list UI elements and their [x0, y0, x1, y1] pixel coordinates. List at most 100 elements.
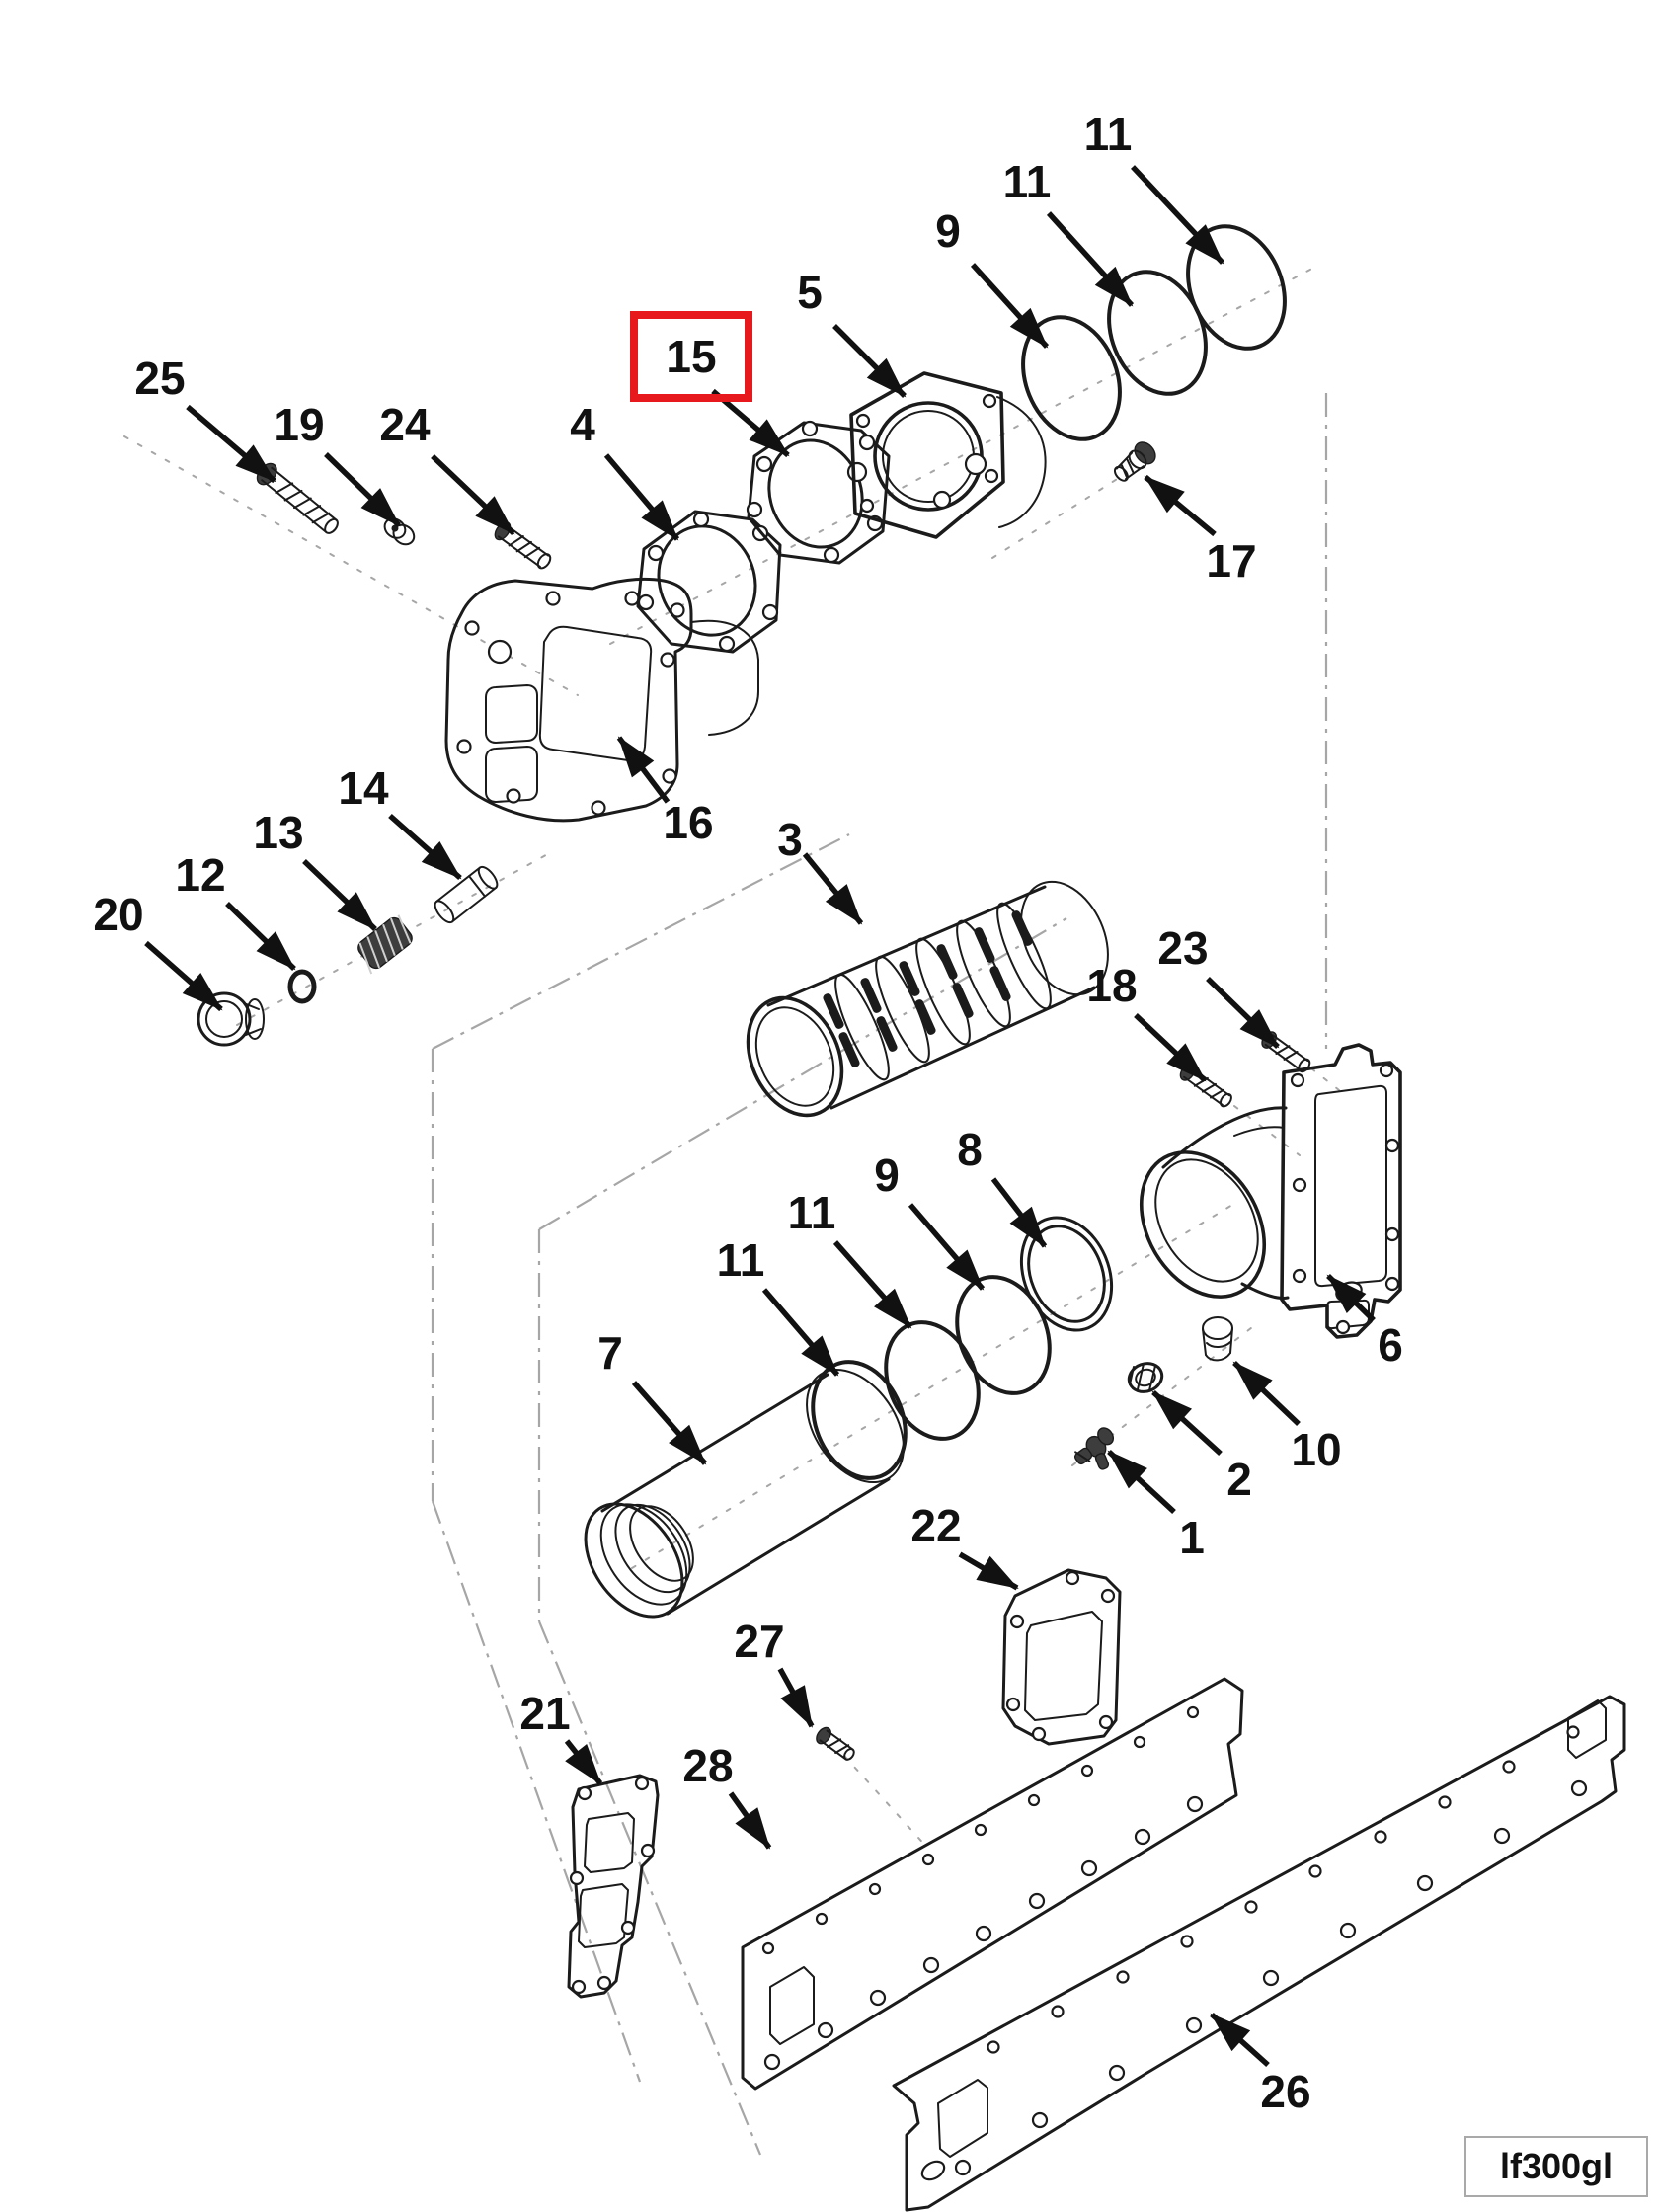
callout-label: 9 [874, 1149, 900, 1201]
part-20-plug [197, 991, 265, 1047]
callout-11-22[interactable]: 11 [717, 1234, 840, 1377]
callout-10-24[interactable]: 10 [1232, 1361, 1342, 1475]
part-2-nut [1127, 1362, 1164, 1393]
callout-28-30[interactable]: 28 [682, 1740, 772, 1850]
callout-4-3[interactable]: 4 [570, 399, 680, 541]
callout-25-0[interactable]: 25 [134, 353, 276, 484]
part-8-seal-ring [1019, 1216, 1114, 1332]
callout-arrow [1151, 1389, 1223, 1457]
callout-arrow [777, 1667, 815, 1728]
callout-11-8[interactable]: 11 [1084, 109, 1225, 265]
callout-label: 3 [777, 814, 803, 865]
callout-27-28[interactable]: 27 [734, 1616, 815, 1728]
callout-20-14[interactable]: 20 [93, 889, 223, 1012]
construction-lines [123, 264, 1340, 2156]
callout-arrow [324, 452, 401, 527]
part-28-cover-plate [741, 1677, 1244, 2091]
callout-arrow [564, 1739, 603, 1785]
callout-arrow [302, 859, 377, 931]
callout-label: 15 [666, 331, 716, 382]
figure-code-badge: lf300gl [1464, 2136, 1648, 2197]
callout-arrow [1326, 1274, 1376, 1322]
callout-arrow [631, 1381, 708, 1465]
callout-label: 7 [597, 1327, 623, 1379]
callout-arrow [1130, 165, 1225, 265]
callout-arrow [802, 852, 864, 925]
part-12-oring-small [287, 969, 317, 1004]
callout-9-20[interactable]: 9 [874, 1149, 986, 1291]
part-26-cover-gasket [892, 1695, 1626, 2212]
callout-label: 13 [253, 807, 303, 858]
callout-label: 11 [788, 1187, 836, 1238]
callout-label: 14 [338, 762, 389, 814]
part-18-stud [1179, 1064, 1232, 1108]
part-9-oring-lower [955, 1275, 1052, 1395]
core-slots [823, 910, 1033, 1067]
callout-arrow [603, 453, 680, 541]
callout-label: 25 [134, 353, 185, 404]
callout-arrow [1107, 1449, 1176, 1515]
callout-label: 21 [519, 1688, 570, 1739]
part-6-support-housing [1139, 1043, 1402, 1339]
callout-arrow [144, 940, 223, 1012]
callout-12-13[interactable]: 12 [175, 849, 296, 971]
callout-2-25[interactable]: 2 [1151, 1389, 1252, 1505]
part-1-fitting [1073, 1427, 1115, 1470]
callout-7-23[interactable]: 7 [597, 1327, 708, 1465]
callout-3-15[interactable]: 3 [777, 814, 864, 925]
callout-label: 10 [1291, 1424, 1341, 1475]
callout-11-21[interactable]: 11 [788, 1187, 913, 1329]
callout-23-17[interactable]: 23 [1157, 922, 1280, 1049]
callout-26-31[interactable]: 26 [1210, 2012, 1311, 2117]
part-5-connection-flange [849, 371, 1047, 539]
callout-19-1[interactable]: 19 [274, 399, 401, 527]
callout-arrow [431, 454, 515, 535]
callout-label: 19 [274, 399, 324, 450]
callout-label: 20 [93, 889, 143, 940]
callout-label: 27 [734, 1616, 784, 1667]
callout-9-6[interactable]: 9 [935, 205, 1050, 349]
part-24-stud [494, 521, 552, 570]
callout-arrow [225, 902, 296, 971]
part-11-oring-lower-left [811, 1360, 908, 1480]
gasket-26-holes [954, 1725, 1588, 2176]
callout-label: 11 [1084, 109, 1133, 160]
callout-11-7[interactable]: 11 [1003, 156, 1135, 307]
callout-arrow [761, 1288, 840, 1377]
part-11-oring-lower-mid [884, 1320, 981, 1441]
callout-13-12[interactable]: 13 [253, 807, 377, 931]
callout-label: 16 [663, 797, 713, 848]
callout-arrow [186, 404, 276, 484]
callout-5-5[interactable]: 5 [797, 267, 907, 398]
callout-22-27[interactable]: 22 [910, 1500, 1019, 1591]
callout-6-18[interactable]: 6 [1326, 1274, 1403, 1371]
part-19-nut [383, 517, 416, 546]
callout-16-10[interactable]: 16 [616, 736, 714, 848]
callout-24-2[interactable]: 24 [379, 399, 515, 535]
callout-arrow [1046, 211, 1135, 307]
part-21-gasket [567, 1774, 660, 1999]
callout-arrow [990, 1177, 1048, 1248]
part-14-pin [434, 865, 499, 924]
callout-arrow [616, 736, 671, 804]
callout-label: 11 [1003, 156, 1052, 207]
callout-label: 18 [1086, 960, 1137, 1011]
callout-arrow [970, 263, 1050, 349]
callout-label: 6 [1378, 1319, 1403, 1371]
callout-21-29[interactable]: 21 [519, 1688, 603, 1785]
callout-label: 4 [570, 399, 595, 450]
callout-17-9[interactable]: 17 [1144, 474, 1257, 587]
callout-arrow [1134, 1012, 1207, 1083]
callout-arrow [832, 324, 907, 398]
callout-15-4[interactable]: 15 [630, 311, 790, 458]
callout-18-16[interactable]: 18 [1086, 960, 1207, 1083]
callout-label: 8 [957, 1124, 983, 1175]
callout-14-11[interactable]: 14 [338, 762, 462, 881]
callout-label: 9 [935, 205, 961, 257]
callout-arrow [908, 1203, 986, 1291]
callout-arrow [1210, 2012, 1270, 2068]
callout-8-19[interactable]: 8 [957, 1124, 1048, 1248]
callout-1-26[interactable]: 1 [1107, 1449, 1205, 1563]
